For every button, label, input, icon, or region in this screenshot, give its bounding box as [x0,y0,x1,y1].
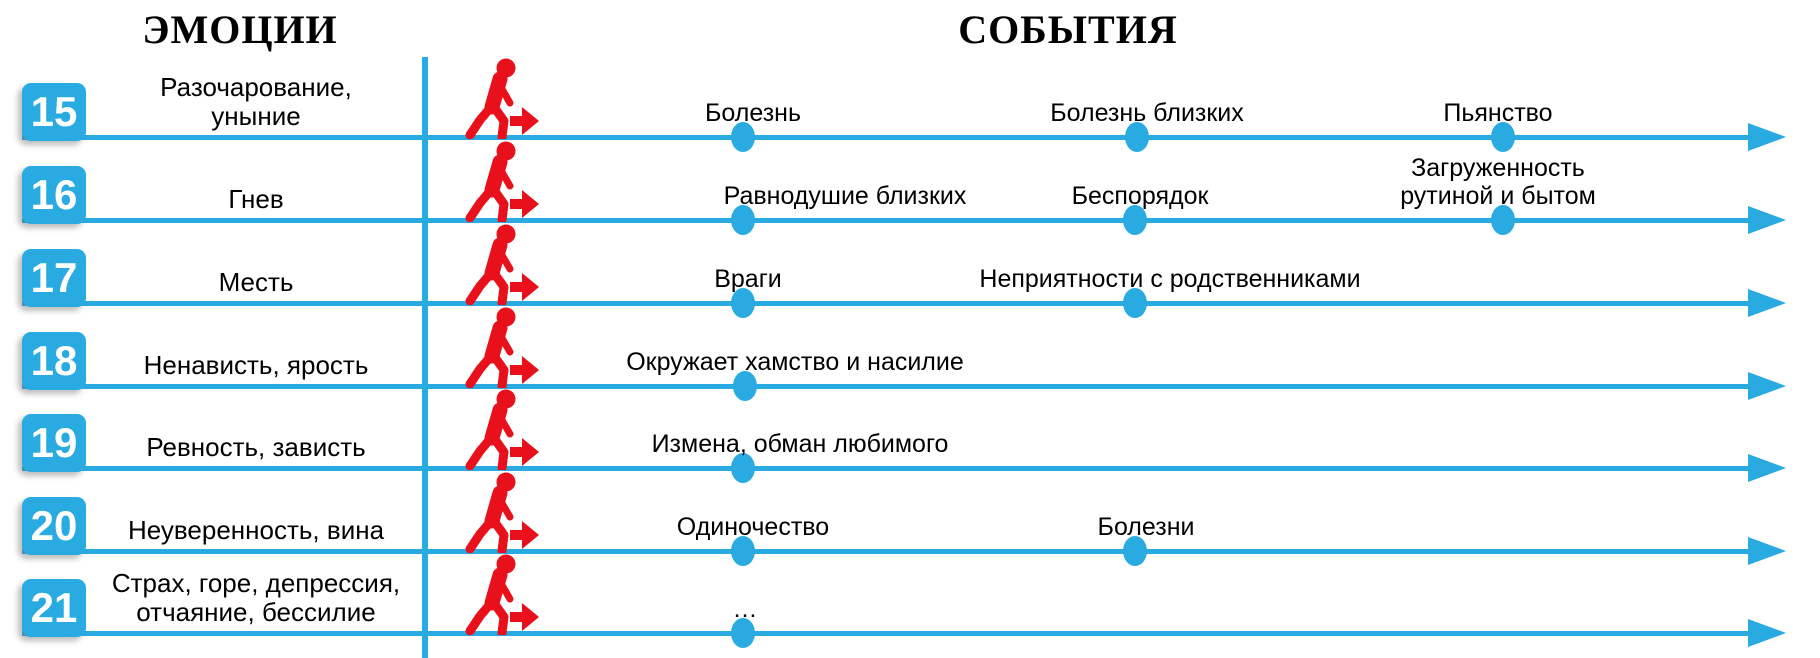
walking-person-icon [462,223,540,305]
walking-person-icon [462,553,540,635]
arrowhead-icon [1748,454,1786,482]
event-dot [731,536,755,566]
walking-person-icon [462,140,540,222]
event-label: Болезнь [705,99,801,127]
emotion-label: Разочарование, уныние [160,71,352,131]
timeline-line [22,301,1748,306]
event-dot [731,618,755,648]
event-dot [733,371,757,401]
timeline-line [22,466,1748,471]
event-label: Окружает хамство и насилие [626,348,964,376]
row-number-badge: 20 [22,497,86,555]
emotion-label: Ненависть, ярость [143,349,369,380]
event-dot [731,122,755,152]
event-dot [731,453,755,483]
walking-person-icon [462,306,540,388]
event-dot [1123,536,1147,566]
arrowhead-icon [1748,619,1786,647]
event-label: … [732,595,758,623]
emotion-label: Неуверенность, вина [127,514,385,545]
event-dot [1125,122,1149,152]
row-number-badge: 17 [22,249,86,307]
event-label: Измена, обман любимого [651,430,949,458]
timeline-line [22,631,1748,636]
arrowhead-icon [1748,206,1786,234]
emotion-label: Страх, горе, депрессия, отчаяние, бессил… [111,567,401,627]
arrowhead-icon [1748,123,1786,151]
arrowhead-icon [1748,372,1786,400]
emotion-label: Ревность, зависть [146,431,366,462]
emotions-header: ЭМОЦИИ [142,7,338,52]
event-dot [1491,205,1515,235]
arrowhead-icon [1748,289,1786,317]
timeline-line [22,135,1748,140]
emotion-label: Месть [218,266,294,297]
timeline-line [22,384,1748,389]
row-number-badge: 19 [22,414,86,472]
event-label: Болезнь близких [1050,99,1244,127]
event-label: Беспорядок [1071,182,1209,210]
walking-person-icon [462,57,540,139]
arrowhead-icon [1748,537,1786,565]
walking-person-icon [462,471,540,553]
event-label: Неприятности с родственниками [979,265,1361,293]
walking-person-icon [462,388,540,470]
event-label: Враги [714,265,782,293]
row-number-badge: 21 [22,579,86,637]
event-dot [731,288,755,318]
row-number-badge: 18 [22,332,86,390]
row-number-badge: 15 [22,83,86,141]
event-label: Болезни [1097,513,1195,541]
row-number-badge: 16 [22,166,86,224]
event-label: Загруженность рутиной и бытом [1400,154,1596,210]
event-dot [1491,122,1515,152]
event-dot [1123,205,1147,235]
event-dot [1123,288,1147,318]
event-label: Равнодушие близких [723,182,967,210]
event-dot [731,205,755,235]
emotion-label: Гнев [228,183,284,214]
event-label: Пьянство [1443,99,1553,127]
event-label: Одиночество [676,513,830,541]
events-header: СОБЫТИЯ [958,7,1178,52]
divider-line [422,57,428,658]
timeline-line [22,218,1748,223]
timeline-line [22,549,1748,554]
